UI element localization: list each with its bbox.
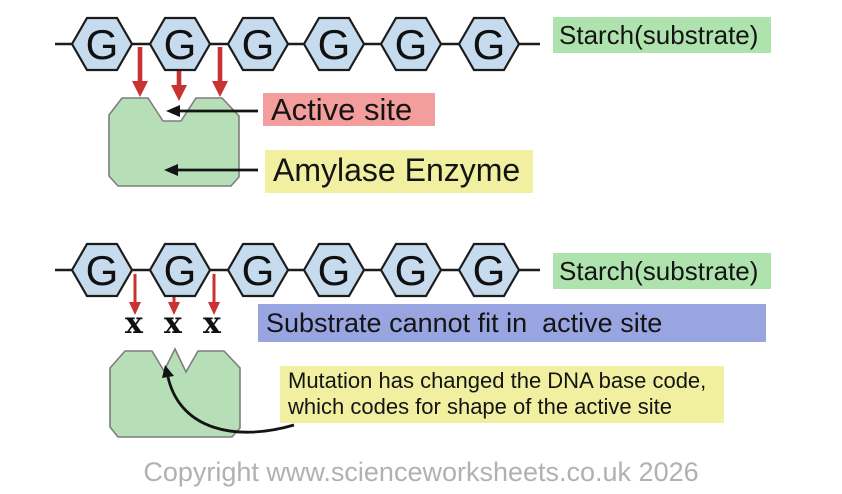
mutation-note-line1: Mutation has changed the DNA base code,	[288, 368, 706, 393]
glucose-letter: G	[395, 247, 428, 294]
cleavage-arrowhead	[132, 81, 148, 97]
glucose-letter: G	[164, 21, 197, 68]
cleavage-arrowhead	[171, 85, 187, 101]
glucose-hexagon	[302, 242, 366, 298]
glucose-unit: G	[379, 242, 443, 298]
normal-section: G G G G G G Starch	[55, 16, 771, 193]
enzyme-label: Amylase Enzyme	[273, 152, 520, 188]
glucose-unit: G	[70, 16, 134, 72]
glucose-chain: G G G G G G	[70, 16, 521, 72]
mutation-note-line2: which codes for shape of the active site	[287, 394, 672, 419]
glucose-unit: G	[302, 16, 366, 72]
mutation-pointer	[162, 365, 295, 434]
glucose-hexagon	[70, 16, 134, 72]
glucose-letter: G	[86, 21, 119, 68]
pointer-arrowhead	[164, 164, 178, 176]
amylase-enzyme-shape	[108, 97, 240, 187]
copyright-text: Copyright www.scienceworksheets.co.uk 20…	[143, 457, 698, 487]
glucose-hexagon	[457, 16, 521, 72]
mutation-pointer-arrowhead	[162, 365, 174, 378]
glucose-unit: G	[302, 242, 366, 298]
glucose-hexagon	[148, 242, 212, 298]
cleavage-arrowhead	[212, 81, 228, 97]
active-site-label: Active site	[271, 92, 412, 127]
glucose-hexagon	[70, 242, 134, 298]
glucose-chain: G G G G G G	[70, 242, 521, 298]
enzyme-pointer	[164, 164, 258, 176]
starch-label-highlight	[553, 253, 771, 289]
active-site-pointer	[166, 105, 258, 117]
glucose-letter: G	[242, 247, 275, 294]
mutation-note-highlight	[280, 366, 724, 423]
pointer-arrowhead	[166, 105, 180, 117]
glucose-unit: G	[70, 242, 134, 298]
cannot-fit-label: Substrate cannot fit in active site	[266, 308, 662, 338]
glucose-letter: G	[86, 247, 119, 294]
starch-label: Starch(substrate)	[559, 256, 758, 286]
starch-label: Starch(substrate)	[559, 20, 758, 50]
glucose-letter: G	[473, 21, 506, 68]
glucose-unit: G	[226, 16, 290, 72]
glucose-letter: G	[318, 21, 351, 68]
glucose-letter: G	[395, 21, 428, 68]
glucose-letter: G	[473, 247, 506, 294]
glucose-hexagon	[148, 16, 212, 72]
glucose-letter: G	[164, 247, 197, 294]
blocked-x-marks: x x x	[125, 306, 222, 341]
blocked-arrowhead	[129, 302, 141, 315]
mutation-pointer-curve	[166, 376, 295, 434]
blocked-arrowhead	[208, 302, 220, 315]
x-mark: x	[125, 306, 144, 341]
x-mark: x	[164, 306, 183, 341]
glucose-unit: G	[226, 242, 290, 298]
enzyme-label-highlight	[265, 150, 533, 193]
starch-label-highlight	[553, 17, 771, 53]
cannot-fit-highlight	[258, 304, 766, 342]
mutated-enzyme-shape	[109, 347, 241, 438]
glucose-unit: G	[457, 16, 521, 72]
mutated-section: G G G G G G Starch	[55, 242, 771, 438]
active-site-highlight	[263, 93, 435, 126]
glucose-hexagon	[379, 16, 443, 72]
glucose-unit: G	[379, 16, 443, 72]
glucose-hexagon	[302, 16, 366, 72]
glucose-hexagon	[226, 242, 290, 298]
glucose-unit: G	[148, 242, 212, 298]
blocked-arrowhead	[168, 302, 180, 315]
glucose-letter: G	[318, 247, 351, 294]
x-mark: x	[203, 306, 222, 341]
glucose-unit: G	[457, 242, 521, 298]
glucose-unit: G	[148, 16, 212, 72]
glucose-hexagon	[457, 242, 521, 298]
glucose-letter: G	[242, 21, 275, 68]
glucose-hexagon	[226, 16, 290, 72]
glucose-hexagon	[379, 242, 443, 298]
